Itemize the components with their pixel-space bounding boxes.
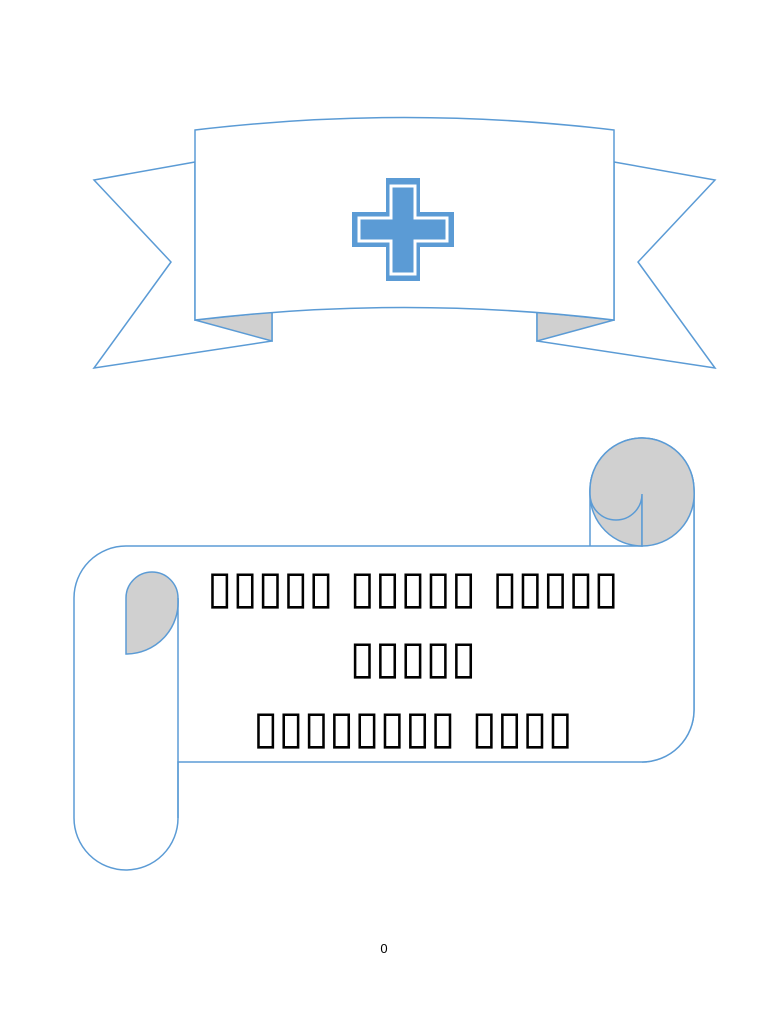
title-line-2: ▯▯▯▯▯: [349, 630, 477, 684]
document-title: ▯▯▯▯▯ ▯▯▯▯▯ ▯▯▯▯▯ ▯▯▯▯▯ ▯▯▯▯▯▯▯▯ ▯▯▯▯: [180, 552, 646, 762]
scroll-top-curl: [589, 437, 695, 547]
title-line-3: ▯▯▯▯▯▯▯▯ ▯▯▯▯: [253, 700, 573, 754]
scroll-shape: [73, 437, 695, 871]
scroll-left-curl: [125, 571, 179, 655]
medical-cross-icon: [352, 178, 454, 281]
page-number: 0: [380, 941, 388, 956]
title-line-1: ▯▯▯▯▯ ▯▯▯▯▯ ▯▯▯▯▯: [207, 560, 619, 614]
